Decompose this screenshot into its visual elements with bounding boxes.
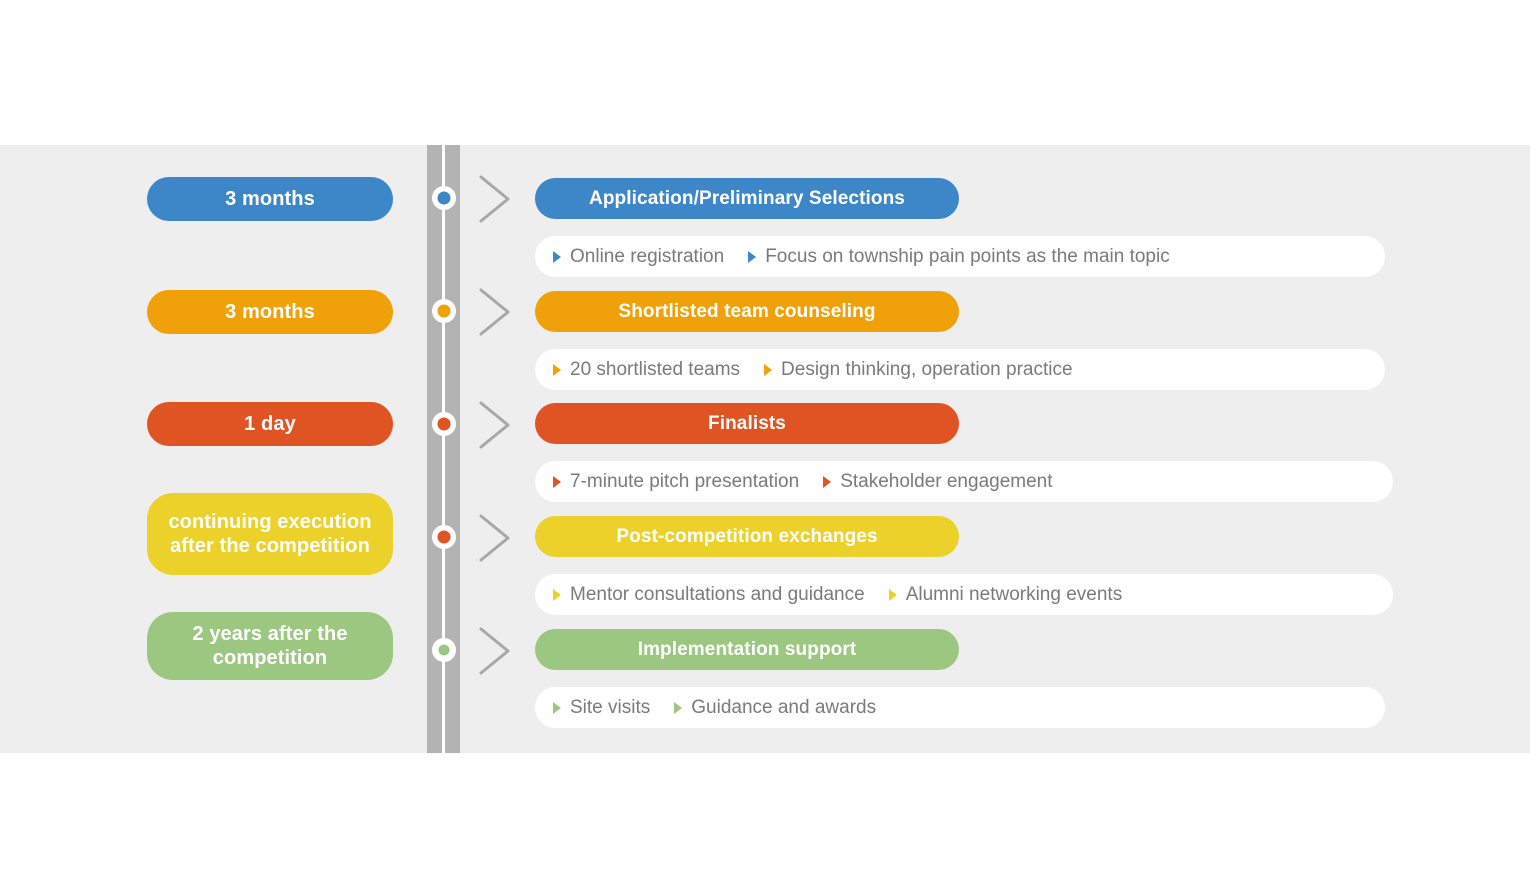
detail-item-label: Online registration bbox=[570, 245, 725, 267]
detail-item-label: Design thinking, operation practice bbox=[781, 358, 1073, 380]
chevron-right-icon-5 bbox=[476, 625, 514, 677]
bullet-triangle-icon bbox=[674, 701, 683, 714]
chevron-right-icon-3 bbox=[476, 399, 514, 451]
timeline-dot-3 bbox=[432, 412, 456, 436]
stage-detail-bar-1: Online registration Focus on township pai… bbox=[535, 236, 1385, 277]
detail-item: Focus on township pain points as the mai… bbox=[748, 246, 1170, 268]
timeline-line bbox=[442, 145, 445, 753]
detail-item-label: Alumni networking events bbox=[905, 583, 1123, 605]
timeline-dot-4 bbox=[432, 525, 456, 549]
stage-title-pill-5: Implementation support bbox=[535, 629, 959, 670]
stage-title-pill-4: Post-competition exchanges bbox=[535, 516, 959, 557]
bullet-triangle-icon bbox=[553, 588, 561, 601]
detail-item-label: Stakeholder engagement bbox=[840, 470, 1053, 492]
detail-item: 20 shortlisted teams bbox=[553, 359, 740, 381]
duration-pill-1: 3 months bbox=[147, 177, 393, 221]
chevron-right-icon-4 bbox=[476, 512, 514, 564]
timeline-dot-2 bbox=[432, 299, 456, 323]
timeline-dot-5 bbox=[432, 638, 456, 662]
bullet-triangle-icon bbox=[553, 701, 561, 714]
bullet-triangle-icon bbox=[748, 250, 757, 263]
stage-detail-bar-4: Mentor consultations and guidance Alumni … bbox=[535, 574, 1393, 615]
timeline-dot-fill bbox=[437, 304, 451, 318]
detail-item: Guidance and awards bbox=[674, 697, 876, 719]
stage-detail-bar-3: 7-minute pitch presentation Stakeholder e… bbox=[535, 461, 1393, 502]
bullet-triangle-icon bbox=[553, 250, 561, 263]
stage-detail-bar-2: 20 shortlisted teams Design thinking, ope… bbox=[535, 349, 1385, 390]
duration-pill-3: 1 day bbox=[147, 402, 393, 446]
detail-item-label: 7-minute pitch presentation bbox=[570, 470, 800, 492]
bullet-triangle-icon bbox=[553, 475, 561, 488]
detail-item: Design thinking, operation practice bbox=[764, 359, 1073, 381]
detail-item: 7-minute pitch presentation bbox=[553, 471, 799, 493]
process-timeline-diagram: 3 months 3 months 1 day continuing executio… bbox=[0, 145, 1530, 753]
chevron-right-icon-2 bbox=[476, 286, 514, 338]
stage-title-pill-2: Shortlisted team counseling bbox=[535, 291, 959, 332]
detail-item: Stakeholder engagement bbox=[823, 470, 1053, 493]
detail-item-label: 20 shortlisted teams bbox=[570, 358, 741, 380]
bullet-triangle-icon bbox=[553, 363, 561, 376]
detail-item: Site visits bbox=[553, 697, 650, 719]
bullet-triangle-icon bbox=[823, 475, 832, 488]
timeline-dot-1 bbox=[432, 186, 456, 210]
timeline-dot-fill bbox=[437, 417, 451, 431]
duration-pill-5: 2 years after the competition bbox=[147, 612, 393, 680]
stage-detail-bar-5: Site visits Guidance and awards bbox=[535, 687, 1385, 728]
timeline-dot-fill bbox=[437, 191, 451, 205]
chevron-right-icon-1 bbox=[476, 173, 514, 225]
stage-title-pill-1: Application/Preliminary Selections bbox=[535, 178, 959, 219]
detail-item-label: Guidance and awards bbox=[691, 696, 877, 718]
detail-item: Mentor consultations and guidance bbox=[553, 584, 865, 606]
bullet-triangle-icon bbox=[888, 588, 897, 601]
detail-item-label: Mentor consultations and guidance bbox=[570, 583, 865, 605]
timeline-dot-fill bbox=[437, 530, 451, 544]
detail-item-label: Focus on township pain points as the mai… bbox=[765, 245, 1170, 267]
stage-title-pill-3: Finalists bbox=[535, 403, 959, 444]
bullet-triangle-icon bbox=[764, 363, 773, 376]
detail-item: Alumni networking events bbox=[888, 583, 1123, 606]
duration-pill-2: 3 months bbox=[147, 290, 393, 334]
duration-pill-4: continuing execution after the competiti… bbox=[147, 493, 393, 575]
detail-item-label: Site visits bbox=[570, 696, 651, 718]
detail-item: Online registration bbox=[553, 246, 724, 268]
timeline-dot-fill bbox=[438, 644, 450, 656]
